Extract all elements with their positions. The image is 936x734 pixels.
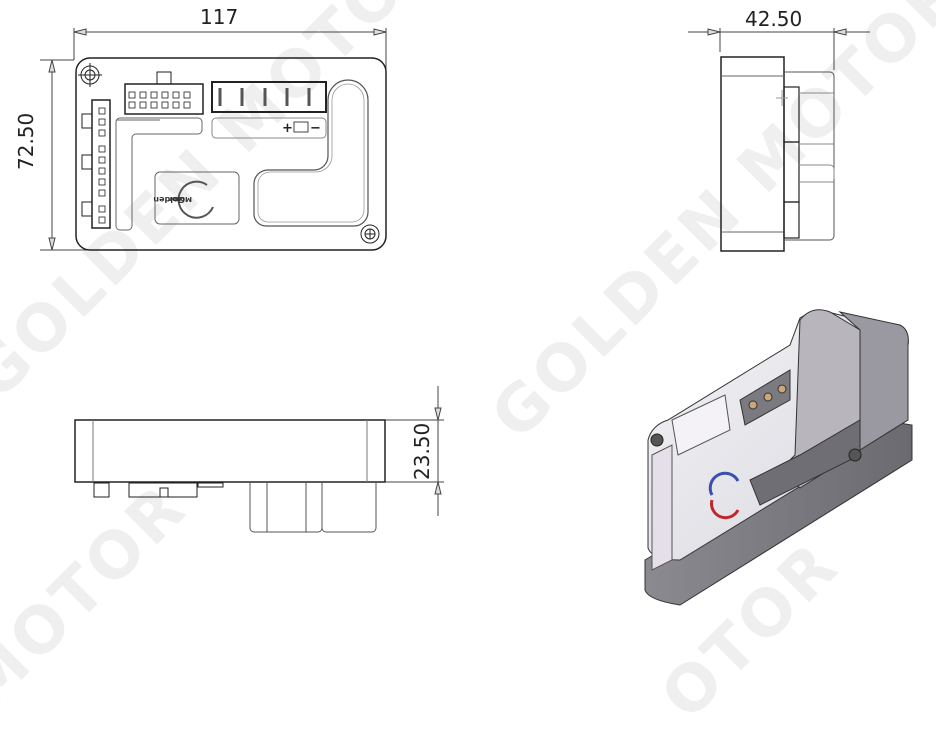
front-view <box>74 386 444 533</box>
polarity-plus: + <box>282 121 293 136</box>
top-view: + − Golden Motor <box>40 28 387 251</box>
polarity-minus: − <box>310 121 321 136</box>
depth-dimension: 42.50 <box>745 7 803 31</box>
side-view <box>688 28 870 252</box>
isometric-view <box>644 309 913 606</box>
logo-text-2: Motor <box>168 195 192 203</box>
width-dimension: 117 <box>200 5 239 29</box>
logo-text: Golden <box>153 195 185 204</box>
